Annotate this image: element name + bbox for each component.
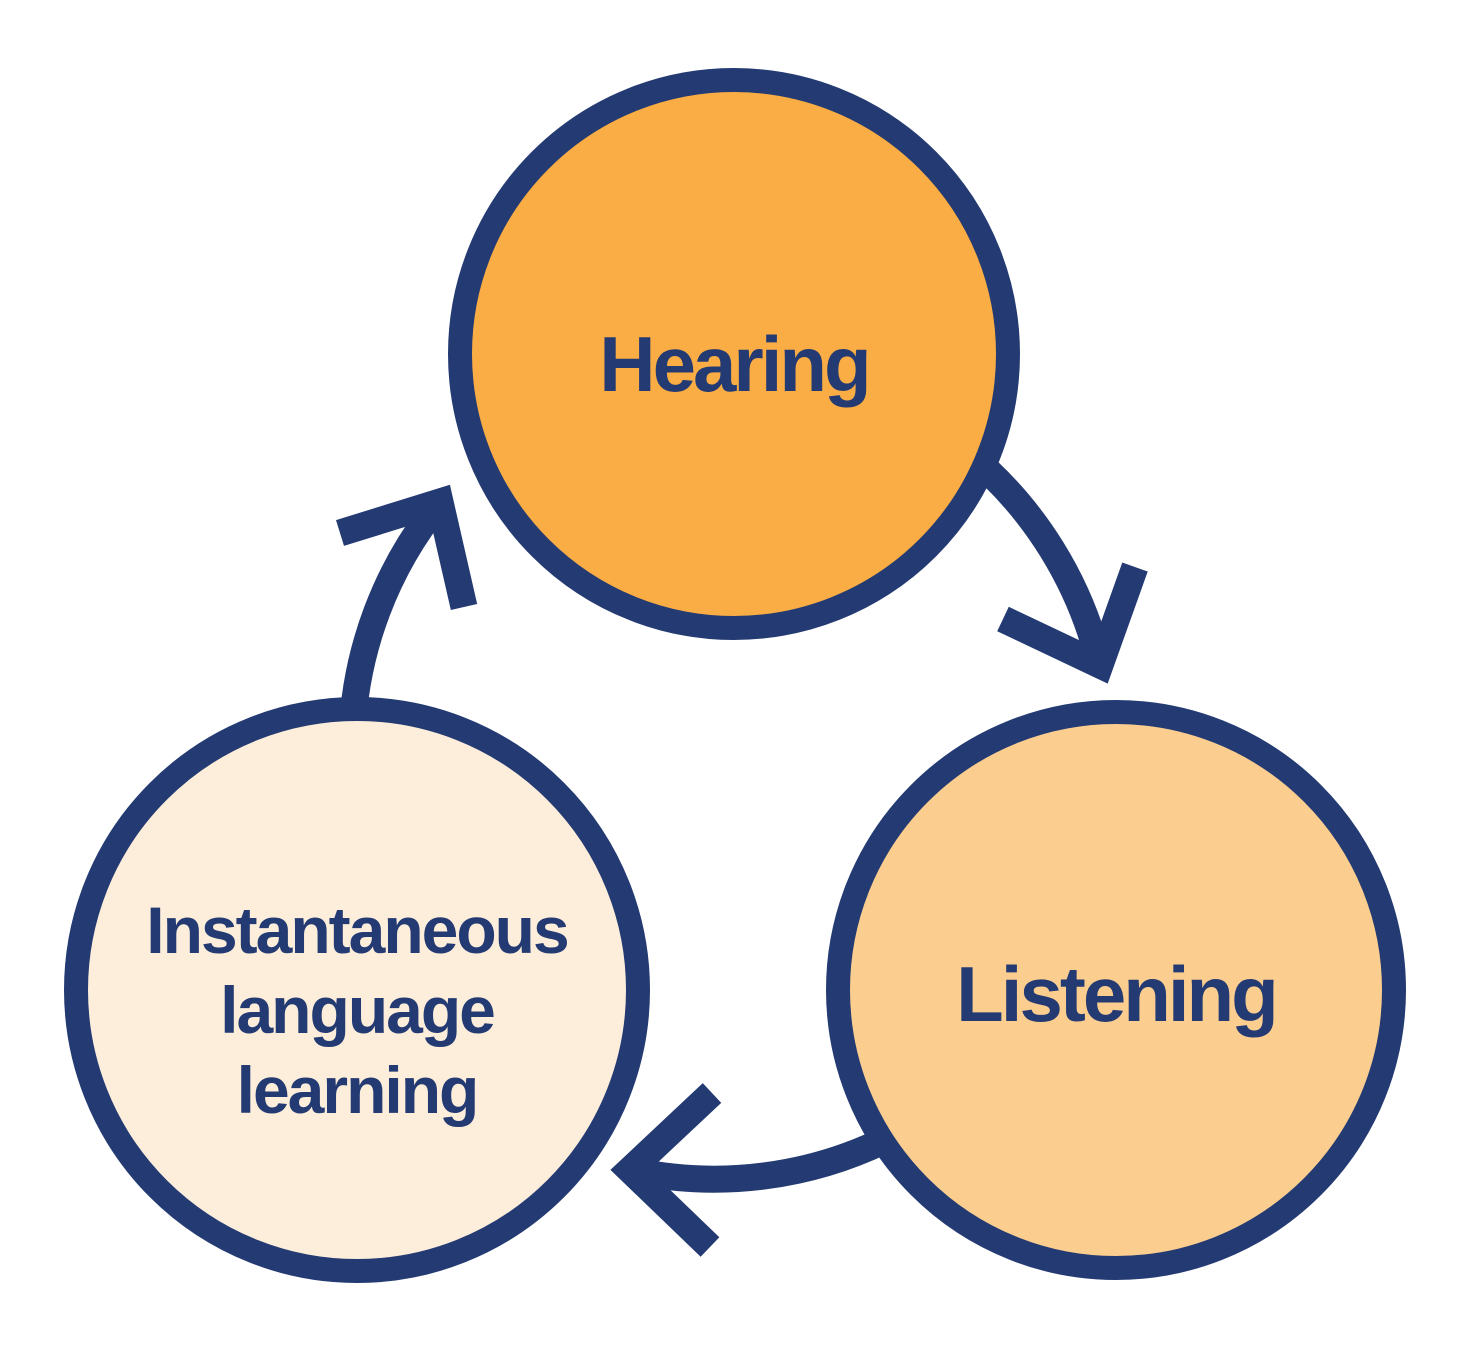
instantaneous-language-learning-label: Instantaneous language learning	[146, 893, 569, 1127]
nodes-layer	[64, 68, 1406, 1283]
arrow-hearing-to-listening	[961, 444, 1148, 684]
arrow-learning-to-hearing-head	[336, 484, 478, 611]
hearing-circle	[448, 68, 1020, 640]
hearing-label: Hearing	[599, 320, 868, 408]
arrow-hearing-to-listening-curve	[961, 444, 1114, 669]
labels-layer: Hearing Listening Instantaneous language…	[146, 320, 1279, 1127]
arrow-listening-to-learning-head	[610, 1083, 722, 1257]
listening-label: Listening	[956, 950, 1276, 1038]
learning-label-line-1: Instantaneous	[146, 893, 567, 967]
arrow-hearing-to-listening-head	[997, 562, 1148, 684]
arrow-listening-to-learning-curve	[627, 1123, 902, 1193]
instantaneous-language-learning-circle	[64, 697, 650, 1283]
learning-label-line-3: learning	[237, 1053, 478, 1127]
listening-circle	[826, 700, 1406, 1280]
learning-label-line-2: language	[220, 973, 494, 1047]
arrow-listening-to-learning	[610, 1083, 902, 1257]
